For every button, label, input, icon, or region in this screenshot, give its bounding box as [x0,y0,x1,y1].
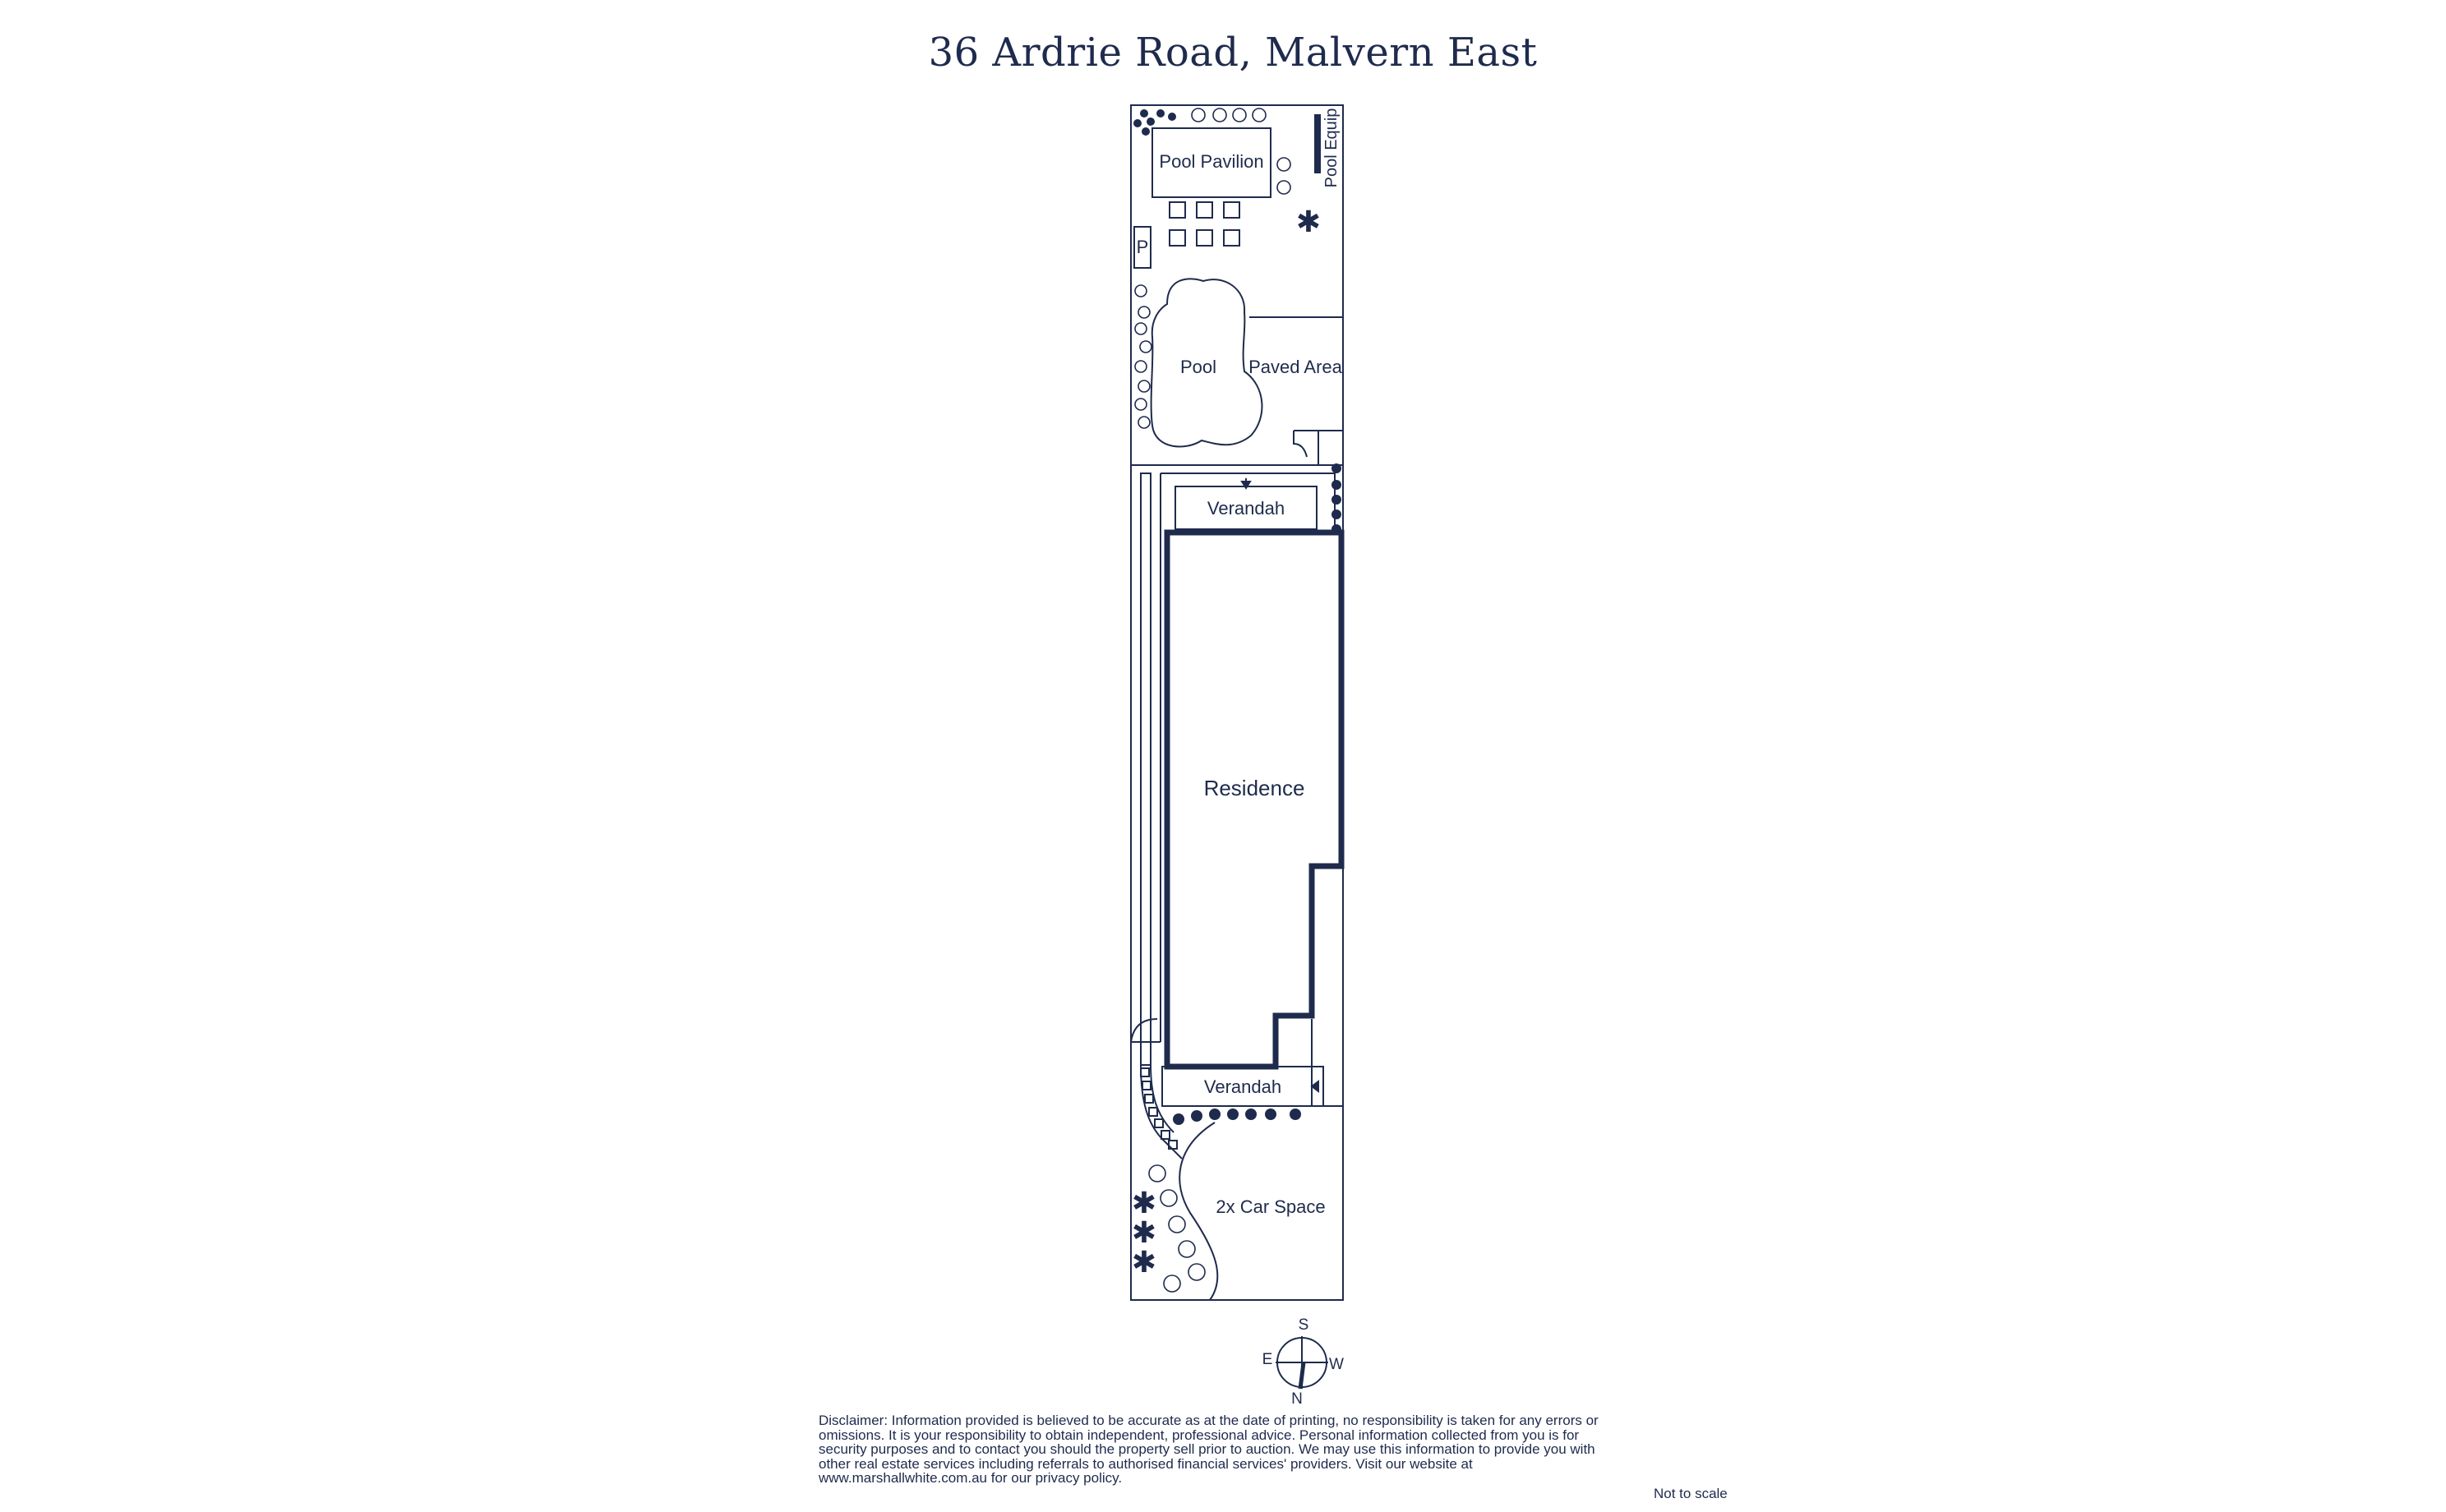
verandah-top-label: Verandah [1207,498,1285,519]
compass: S E W N [1262,1316,1344,1408]
hedge [1133,109,1341,1125]
outdoor-seating [1169,201,1240,247]
pool-label: Pool [1180,357,1216,377]
residence-label: Residence [1204,776,1305,800]
disclaimer-text: Disclaimer: Information provided is beli… [819,1413,1599,1486]
page-title: 36 Ardrie Road, Malvern East [928,30,1538,76]
not-to-scale-note: Not to scale [1654,1486,1728,1501]
side-path-strip [1140,472,1151,1066]
garden-path-lower [1140,1064,1183,1159]
residence-outline [1164,529,1345,1070]
compass-s: S [1299,1316,1309,1334]
compass-w: W [1329,1356,1344,1373]
svg-text:✱: ✱ [1132,1245,1156,1279]
side-gate [1130,1018,1161,1043]
verandah-bottom-label: Verandah [1204,1076,1281,1097]
pool-pavilion-outline [1151,127,1271,198]
pool-pavilion-label: Pool Pavilion [1159,151,1263,172]
garden-path-upper [1160,472,1336,1042]
svg-text:✱: ✱ [1296,205,1321,238]
stepping-stones [1140,1067,1178,1150]
p-box [1133,226,1151,269]
compass-e: E [1262,1351,1273,1368]
pool-equip-bar [1314,114,1321,173]
compass-n: N [1291,1390,1303,1408]
pool-outline [1150,278,1263,448]
car-space-label: 2x Car Space [1216,1196,1325,1217]
svg-text:✱: ✱ [1132,1186,1156,1219]
verandah-bottom-right-wall [1311,1019,1343,1107]
garden-edge-curve [1179,1122,1219,1301]
paved-gate [1293,430,1319,465]
verandah-bottom-arrowhead [1310,1080,1319,1093]
verandah-top-arrowhead [1240,481,1252,490]
pool-equip-label: Pool Equip [1322,108,1341,188]
star-plants: ✱ ✱ ✱ ✱ [1132,205,1321,1279]
paved-area-label: Paved Area [1248,357,1343,377]
shrubs [1134,108,1291,1293]
svg-text:✱: ✱ [1132,1215,1156,1249]
p-label: P [1137,237,1149,257]
